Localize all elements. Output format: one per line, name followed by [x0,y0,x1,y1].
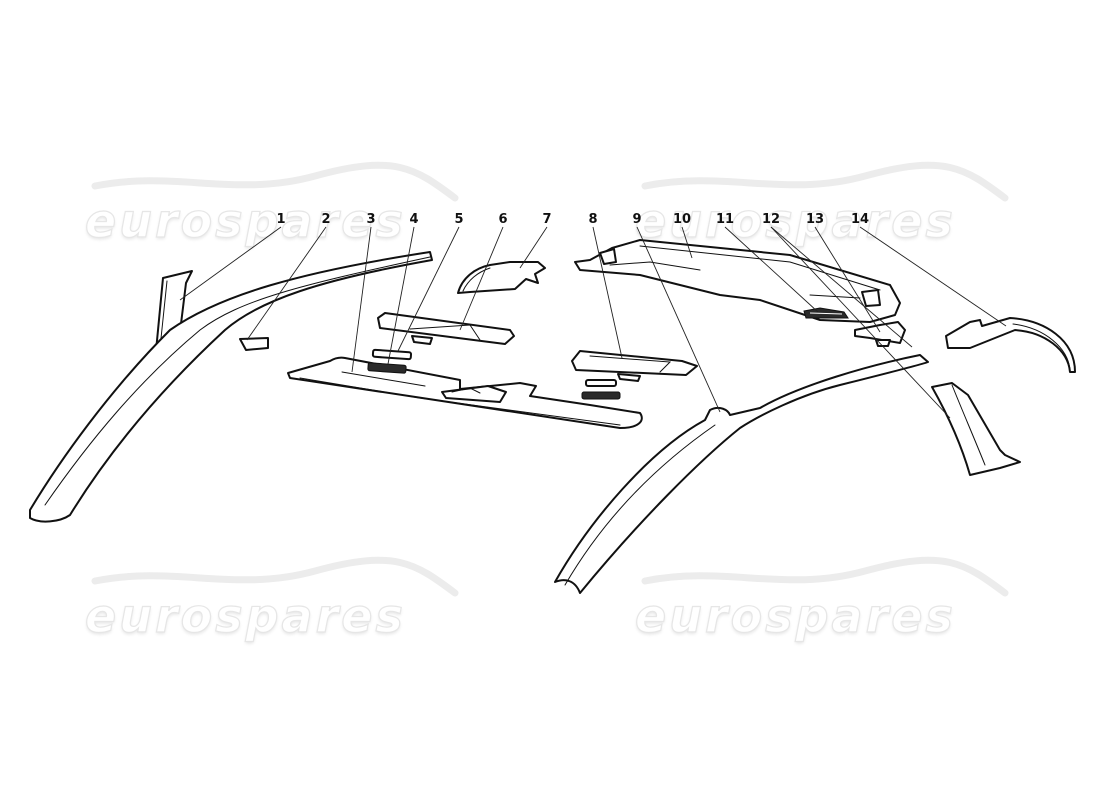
part-6-sun-visor-left[interactable] [377,312,515,345]
part-7-visor-bracket[interactable] [457,261,546,294]
part-2-left-pillar-rail[interactable] [29,251,433,523]
part-8-sun-visor-right[interactable] [571,350,698,382]
callout-11[interactable]: 11 [715,212,735,227]
callout-12[interactable]: 12 [761,212,781,227]
watermark-swoosh-icon [641,556,1009,597]
watermark-text: eurospares [84,193,406,248]
part-14-rear-curved-trim[interactable] [945,317,1076,373]
part-10-rear-header-trim[interactable] [574,239,901,323]
part-3-front-header-trim[interactable] [287,356,643,429]
part-4-clip[interactable] [367,362,407,374]
callout-9[interactable]: 9 [632,212,642,227]
callout-10[interactable]: 10 [672,212,692,227]
leader-lines [179,226,1007,419]
callout-5[interactable]: 5 [454,212,464,227]
watermark-text: eurospares [634,193,956,248]
part-12-bracket[interactable] [854,321,906,347]
callout-2[interactable]: 2 [321,212,331,227]
callout-4[interactable]: 4 [409,212,419,227]
callout-13[interactable]: 13 [805,212,825,227]
watermark-swoosh-icon [91,161,459,202]
callout-14[interactable]: 14 [850,212,870,227]
watermark-bottom-right: eurospares [634,553,1015,653]
clip-pair-right[interactable] [581,379,621,400]
callout-6[interactable]: 6 [498,212,508,227]
watermark-swoosh-icon [91,556,459,597]
watermark-top-left: eurospares [84,158,465,258]
watermark-swoosh-icon [641,161,1009,202]
part-c-pillar-trim[interactable] [931,382,1021,476]
watermark-text: eurospares [634,588,956,643]
part-9-right-pillar-rail[interactable] [554,354,929,594]
callout-8[interactable]: 8 [588,212,598,227]
watermark-text: eurospares [84,588,406,643]
callout-7[interactable]: 7 [542,212,552,227]
part-5-clip[interactable] [371,348,413,361]
callout-1[interactable]: 1 [276,212,286,227]
callout-3[interactable]: 3 [366,212,376,227]
part-11-vent-grille[interactable] [803,307,849,319]
watermark-top-right: eurospares [634,158,1015,258]
watermark-bottom-left: eurospares [84,553,465,653]
